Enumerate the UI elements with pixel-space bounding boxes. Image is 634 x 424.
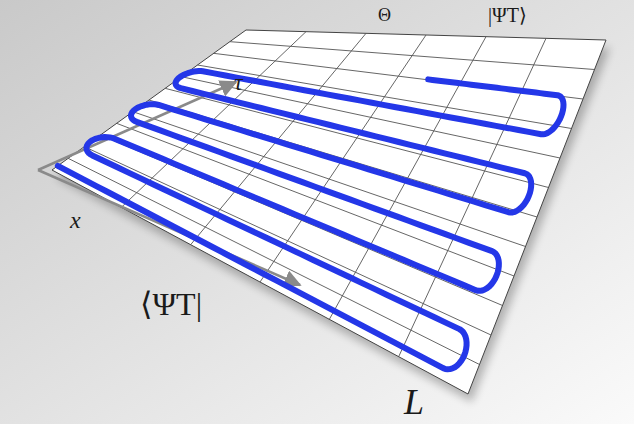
grid-line <box>165 88 548 187</box>
state-label: |ΨT⟩ <box>488 5 527 25</box>
axis-label: x <box>70 208 81 232</box>
grid-line <box>117 123 514 276</box>
state-label: ⟨ΨT| <box>140 288 202 320</box>
operator-label: Θ <box>378 6 391 24</box>
length-label: L <box>404 384 424 420</box>
lattice-plane <box>52 30 610 402</box>
world-line <box>58 71 564 369</box>
grid-line <box>68 158 479 364</box>
grid-line <box>230 42 595 70</box>
axis-label: τ <box>234 70 243 94</box>
world-line-path <box>58 71 564 369</box>
